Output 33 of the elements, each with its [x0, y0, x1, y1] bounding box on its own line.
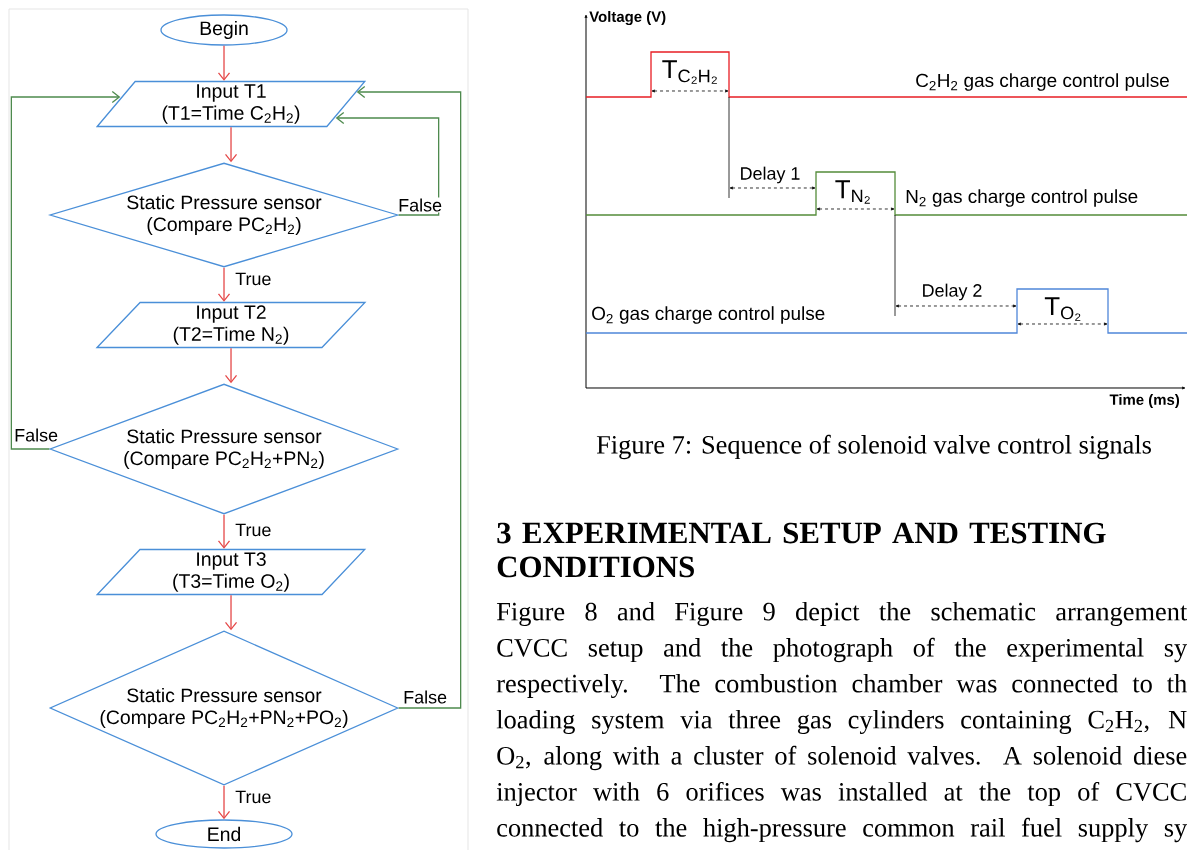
- paragraph-line: connected to the high-pressure common rail fuel supply sy: [497, 817, 1187, 843]
- paragraph-line: Figure 8 and Figure 9 depict the schematic arrangement: [496, 602, 1187, 626]
- section-heading: 3 EXPERIMENTAL SETUP AND TESTING CONDITIONS: [497, 522, 1106, 578]
- paragraph-line: CVCC setup and the photograph of the experimental sy: [497, 637, 1187, 663]
- terminal-oval: Begin: [160, 14, 288, 46]
- paragraph-line: respectively. The combustion chamber was connected to th: [496, 674, 1187, 698]
- arrow: [224, 126, 238, 163]
- delay-label: Delay 2: [923, 283, 982, 301]
- duration-label: T$_{N₂}$: [835, 180, 870, 204]
- duration-label: T$_{O₂}$: [1044, 297, 1081, 321]
- signal-label: C$_{2}$H$_{2}$ gas charge control pulse: [916, 73, 1169, 91]
- arrow: [224, 347, 238, 384]
- arrow: [356, 85, 462, 709]
- signal-label: N$_{2}$ gas charge control pulse: [906, 189, 1138, 207]
- arrow: [217, 785, 231, 820]
- terminal-oval: End: [155, 819, 293, 849]
- arrow: [217, 45, 231, 81]
- axis-label: Time (ms): [1109, 394, 1180, 408]
- arrow: [224, 594, 238, 631]
- arrow: [217, 267, 231, 302]
- arrow: [335, 111, 440, 216]
- delay-label: Delay 1: [741, 166, 800, 184]
- signal-label: O$_{2}$ gas charge control pulse: [592, 306, 825, 324]
- axis-label: Voltage (V): [589, 11, 666, 25]
- paragraph-line: O$_{2}$, along with a cluster of solenoid valves. A solenoid diese: [497, 745, 1187, 771]
- edge-label: False: [397, 197, 444, 213]
- duration-label: T$_{C₂H₂}$: [662, 60, 717, 84]
- figure-caption: Figure 7: Sequence of solenoid valve control signals: [596, 434, 1151, 460]
- paragraph-line: injector with 6 orifices was installed at the top of CVCC: [496, 781, 1186, 807]
- edge-label: False: [402, 689, 449, 705]
- paragraph-line: loading system via three gas cylinders containing C$_{2}$H$_{2}$, N: [496, 710, 1187, 734]
- arrow: [217, 514, 231, 549]
- arrow: [10, 90, 121, 450]
